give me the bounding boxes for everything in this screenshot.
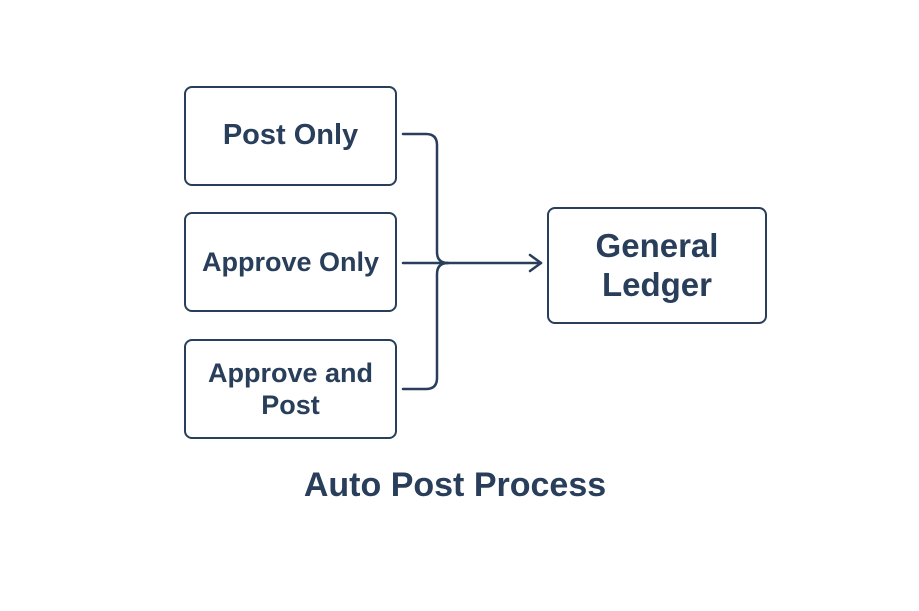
- connector-post-only: [401, 132, 450, 265]
- node-general-ledger-label: General Ledger: [595, 226, 719, 303]
- node-general-ledger: General Ledger: [547, 207, 767, 324]
- diagram-title: Auto Post Process: [303, 466, 607, 504]
- node-approve-and-post: Approve and Post: [184, 339, 397, 439]
- node-post-only: Post Only: [184, 86, 397, 186]
- arrowhead: [528, 253, 543, 273]
- connector-approve-and-post: [401, 261, 450, 391]
- node-approve-only: Approve Only: [184, 212, 397, 312]
- node-post-only-label: Post Only: [222, 119, 359, 152]
- node-approve-only-label: Approve Only: [201, 246, 380, 277]
- node-approve-and-post-label: Approve and Post: [207, 357, 374, 420]
